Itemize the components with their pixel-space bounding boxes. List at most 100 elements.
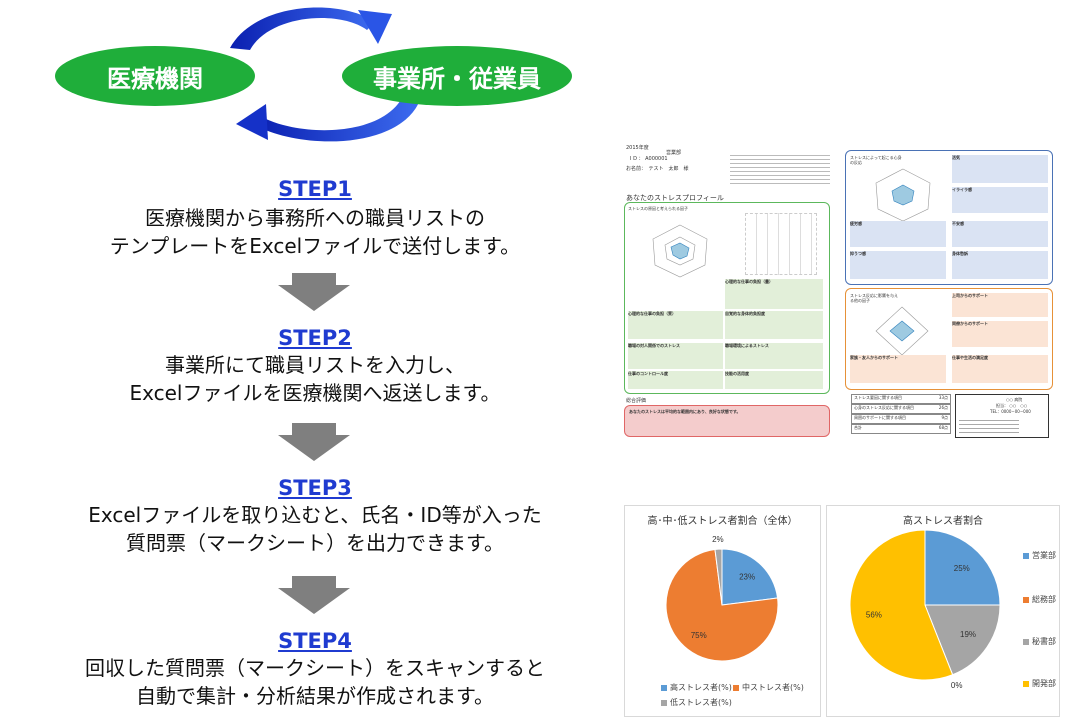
pie2-data-label-0: 25% <box>954 564 970 573</box>
score-row-value: 68点 <box>938 425 948 430</box>
clinic-name: ○○ 病院 <box>1006 397 1023 402</box>
summary-panel: あなたのストレスは平均的な範囲内にあり、良好な状態です。 <box>624 405 830 437</box>
pie1-slice-2 <box>714 548 723 606</box>
pie2-slice-3 <box>849 529 954 681</box>
blue-cell-2: イライラ感 <box>952 187 1048 213</box>
step1-line1: 医療機関から事務所への職員リストの <box>145 206 485 230</box>
blue-cell-4: 不安感 <box>952 221 1048 247</box>
cycle-arrow-bottom <box>255 98 420 142</box>
score-row: 心身のストレス反応に関する項目 26点 <box>851 404 951 414</box>
green-cell-5: 職場環境によるストレス <box>725 343 823 369</box>
green-cell-title: ストレスの原因と考えられる因子 <box>628 206 688 211</box>
blue-cell-1: 活気 <box>952 155 1048 183</box>
green-scale-chart <box>745 213 817 275</box>
pie2-legend-item-3: 開発部 <box>1023 678 1056 689</box>
score-row: 周囲のサポートに関する項目 9点 <box>851 414 951 424</box>
pie1-legend-label: 中ストレス者(%) <box>742 683 804 692</box>
pie2-legend-item-2: 秘書部 <box>1023 636 1056 647</box>
blue-radar-chart <box>875 168 931 222</box>
score-row-label: 心身のストレス反応に関する項目 <box>854 405 914 410</box>
medical-institution-label: 医療機関 <box>107 64 203 93</box>
cycle-arrow-bottom-head <box>236 104 268 140</box>
report-intro-text <box>730 152 830 186</box>
score-row-value: 33点 <box>938 395 948 400</box>
step2-title: STEP2 <box>278 326 352 350</box>
blue-panel: ストレスによって起こる心身の反応 活気 イライラ感 疲労感 不安感 抑うつ感 身… <box>845 150 1053 285</box>
cycle-arrow-top <box>230 7 375 50</box>
pie2-legend-label: 開発部 <box>1032 679 1056 688</box>
pie1-legend-swatch <box>661 699 667 706</box>
score-row-label: 合計 <box>854 425 862 430</box>
pie1-legend-label: 低ストレス者(%) <box>670 698 732 707</box>
pie1-slice-0 <box>721 548 779 606</box>
clinic-hours <box>959 417 1019 434</box>
step2-text: 事業所にて職員リストを入力し、 Excelファイルを医療機関へ返送します。 <box>0 351 630 407</box>
summary-title: 総合評価 <box>626 398 647 404</box>
green-cell-6: 仕事のコントロール度 <box>628 371 723 389</box>
office-employee-ellipse: 事業所・従業員 <box>342 46 572 106</box>
down-arrow-1 <box>278 273 350 311</box>
step3-line1: Excelファイルを取り込むと、氏名・ID等が入った <box>88 503 542 527</box>
score-row-value: 9点 <box>941 415 948 420</box>
pie1-title: 高･中･低ストレス者割合（全体） <box>647 516 798 527</box>
orange-cell-title: ストレス反応に影響を与える他の因子 <box>850 293 898 303</box>
report-id: I D ： A000001 <box>630 156 668 162</box>
pie1-legend-item-0: 高ストレス者(%) <box>661 682 732 693</box>
report-name: お名前： テスト 太郎 様 <box>626 166 689 172</box>
orange-cell-2: 同僚からのサポート <box>952 321 1048 347</box>
pie2-slice-0 <box>924 529 1001 606</box>
green-cell-2: 心理的な仕事の負担（質） <box>628 311 723 339</box>
score-row-label: ストレス要因に関する項目 <box>854 395 902 400</box>
step2-line2: Excelファイルを医療機関へ返送します。 <box>129 381 501 405</box>
orange-radar-chart <box>875 306 929 356</box>
orange-cell-3: 家族・友人からのサポート <box>850 355 946 383</box>
pie1-legend-item-1: 中ストレス者(%) <box>733 682 804 693</box>
pie1-legend-swatch <box>661 684 667 691</box>
blue-cell-3: 疲労感 <box>850 221 946 247</box>
pie1-slice-1 <box>665 548 779 662</box>
profile-title: あなたのストレスプロフィール <box>626 194 724 202</box>
step3-title: STEP3 <box>278 476 352 500</box>
green-cell-3: 自覚的な身体的負担度 <box>725 311 823 339</box>
score-row-value: 26点 <box>938 405 948 410</box>
pie1-legend-swatch <box>733 684 739 691</box>
green-radar-chart <box>652 224 708 278</box>
blue-cell-6: 身体愁訴 <box>952 251 1048 279</box>
pie1-svg: 23% 75% 2% <box>665 535 779 662</box>
green-panel: ストレスの原因と考えられる因子 心理的な仕事の負担（量） 心理的な仕事の負担（質… <box>624 202 830 394</box>
score-row-label: 周囲のサポートに関する項目 <box>854 415 906 420</box>
pie1-data-label-1: 75% <box>691 631 707 640</box>
score-table: ストレス要因に関する項目 33点 心身のストレス反応に関する項目 26点 周囲のサポ… <box>851 394 951 434</box>
pie2-legend-item-1: 総務部 <box>1023 594 1056 605</box>
pie2-legend-swatch <box>1023 638 1029 645</box>
orange-cell-1: 上司からのサポート <box>952 293 1048 317</box>
step1-text: 医療機関から事務所への職員リストの テンプレートをExcelファイルで送付します… <box>0 204 630 260</box>
pie2-data-label-3: 56% <box>866 611 882 620</box>
pie2-title: 高ストレス者割合 <box>903 516 983 527</box>
green-cell-4: 職場の対人関係でのストレス <box>628 343 723 369</box>
office-employee-label: 事業所・従業員 <box>373 64 541 93</box>
step4-text: 回収した質問票（マークシート）をスキャンすると 自動で集計・分析結果が作成されま… <box>0 654 630 710</box>
pie1-legend-item-2: 低ストレス者(%) <box>661 697 732 708</box>
pie2-data-label-1: 19% <box>960 630 976 639</box>
pie2-legend-label: 営業部 <box>1032 551 1056 560</box>
down-arrow-2 <box>278 423 350 461</box>
pie2-legend-swatch <box>1023 596 1029 603</box>
step1-line2: テンプレートをExcelファイルで送付します。 <box>109 234 521 258</box>
pie1-legend-label: 高ストレス者(%) <box>670 683 732 692</box>
pie1-data-label-2: 2% <box>712 535 724 544</box>
pie2-legend-item-0: 営業部 <box>1023 550 1056 561</box>
pie1-data-label-0: 23% <box>739 572 755 581</box>
clinic-staff: 担当： ○○ ○○ <box>996 403 1028 408</box>
cycle-arrow-top-head <box>358 10 392 44</box>
blue-cell-title: ストレスによって起こる心身の反応 <box>850 155 902 165</box>
step3-text: Excelファイルを取り込むと、氏名・ID等が入った 質問票（マークシート）を出… <box>0 501 630 557</box>
pie2-legend-swatch <box>1023 552 1029 559</box>
orange-cell-4: 仕事や生活の満足度 <box>952 355 1048 383</box>
summary-text: あなたのストレスは平均的な範囲内にあり、良好な状態です。 <box>629 409 741 414</box>
pie2-legend-label: 総務部 <box>1032 595 1056 604</box>
report-page-right: ストレスによって起こる心身の反応 活気 イライラ感 疲労感 不安感 抑うつ感 身… <box>843 140 1055 440</box>
pie-chart-high-stress: 高ストレス者割合 25%19%0%56% 営業部 総務部 秘書部 開発部 <box>826 505 1060 717</box>
score-row: 合計 68点 <box>851 424 951 434</box>
orange-panel: ストレス反応に影響を与える他の因子 上司からのサポート 同僚からのサポート 家族… <box>845 288 1053 390</box>
